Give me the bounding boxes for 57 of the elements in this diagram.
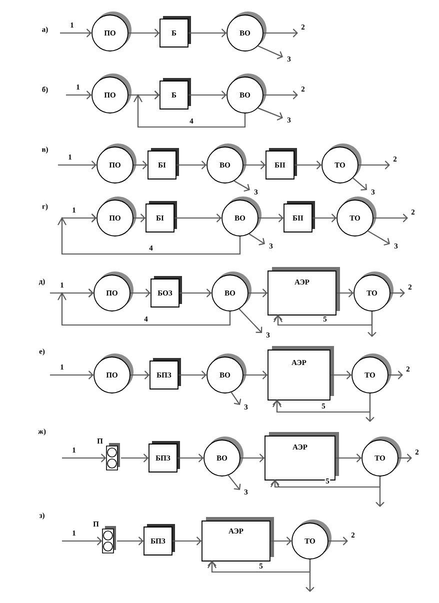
arrow (328, 536, 348, 546)
arrow (270, 536, 292, 546)
arrow (390, 288, 405, 298)
arrow (66, 90, 92, 100)
arrow (57, 288, 231, 326)
arrow (248, 234, 265, 246)
arrow (62, 454, 106, 462)
arrow (57, 214, 241, 255)
arrow (174, 214, 222, 222)
arrow (130, 288, 151, 298)
arrow (335, 454, 362, 462)
arrow (133, 214, 146, 222)
arrow (306, 559, 314, 592)
arrow (117, 536, 144, 546)
arrow (62, 536, 102, 546)
arrow (50, 370, 94, 380)
arrow (368, 230, 390, 246)
arrow (330, 370, 352, 380)
arrow (373, 214, 408, 222)
arrow (188, 90, 227, 100)
arrow (60, 28, 92, 38)
arrow (368, 311, 376, 337)
arrow (128, 28, 160, 38)
arrow (240, 454, 265, 462)
arrow (58, 160, 97, 170)
arrow (258, 108, 283, 120)
arrow (258, 214, 284, 222)
arrow (207, 558, 311, 573)
arrow (230, 392, 242, 405)
arrow (234, 180, 250, 192)
arrow (366, 393, 374, 422)
arrow (312, 214, 337, 222)
arrow (130, 370, 150, 380)
arrow (178, 370, 207, 380)
arrow (336, 288, 354, 298)
arrow (358, 160, 390, 170)
arrow (121, 454, 149, 462)
arrow (176, 160, 207, 170)
arrow (398, 454, 412, 462)
arrow (238, 308, 262, 333)
arrow (258, 46, 283, 60)
arrow (177, 454, 204, 462)
arrow (376, 476, 384, 507)
arrow (133, 90, 246, 128)
arrow (263, 90, 298, 100)
arrow (248, 288, 268, 298)
arrow (294, 160, 322, 170)
arrow (243, 370, 268, 380)
arrow (388, 370, 403, 380)
arrow (243, 160, 266, 170)
arrow (188, 28, 227, 38)
arrow (179, 288, 212, 298)
arrow (263, 28, 298, 38)
arrow (228, 475, 241, 490)
arrow (172, 536, 202, 546)
arrow (133, 160, 148, 170)
arrow (352, 178, 367, 190)
